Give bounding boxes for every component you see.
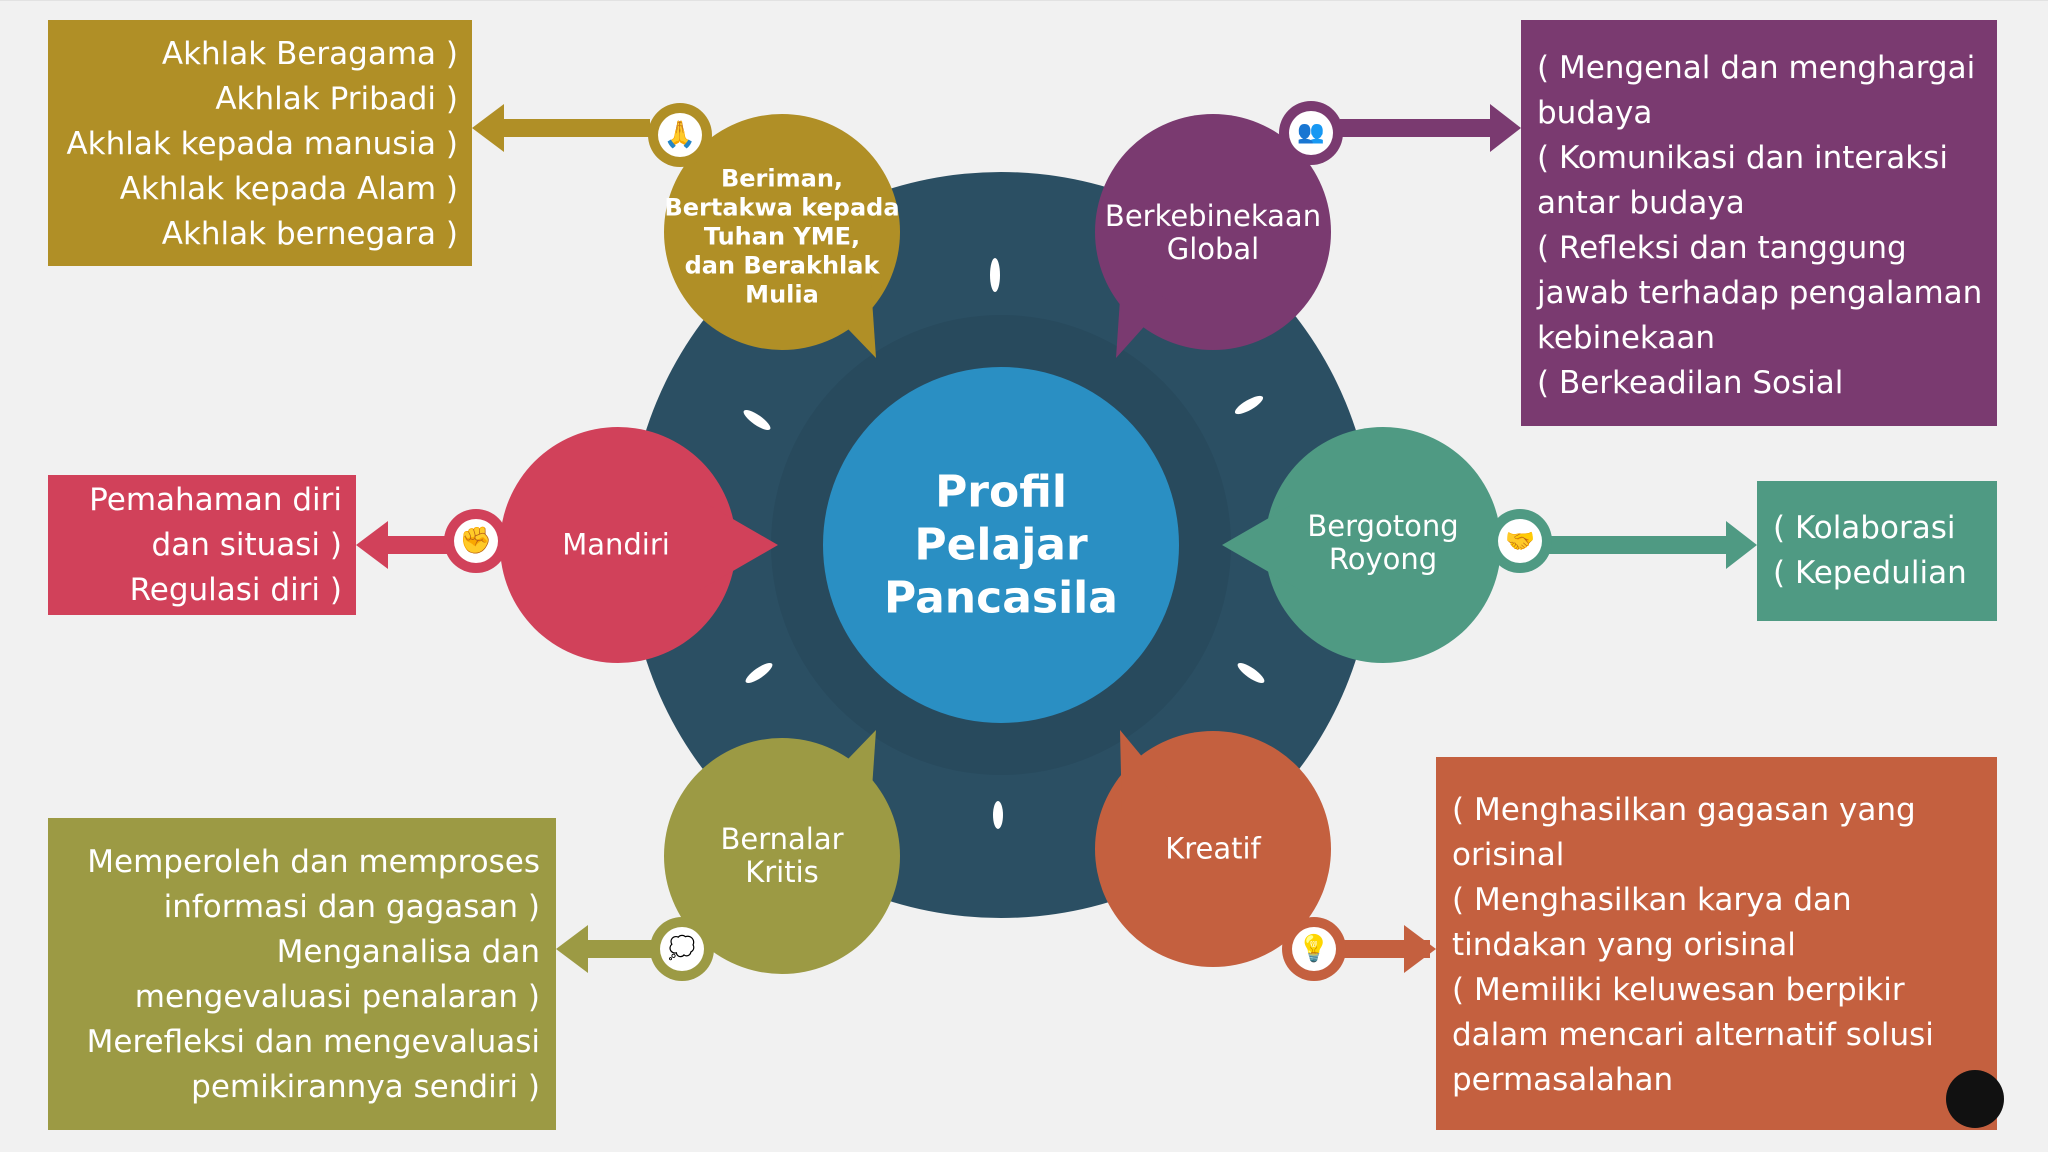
mandiri-element: dan situasi ) (151, 527, 342, 563)
mandiri-element: Pemahaman diri (89, 482, 342, 518)
gotong-royong-label-line: Royong (1328, 542, 1438, 576)
floating-action-button[interactable] (1946, 1070, 2004, 1128)
gotong-royong-arrowhead (1726, 521, 1757, 569)
bernalar-kritis-label-line: Kritis (745, 855, 819, 889)
center-title-line: Profil (935, 466, 1067, 518)
gotong-royong-panel-bg (1757, 481, 1997, 621)
center-title-line: Pelajar (914, 519, 1088, 571)
beriman-label-line: dan Berakhlak (684, 251, 880, 280)
beriman-arrowhead (472, 104, 504, 152)
bernalar-kritis-bubble (664, 730, 900, 974)
bernalar-kritis-elements-panel: Memperoleh dan memproses informasi dan g… (48, 840, 540, 1110)
beriman-label-line: Bertakwa kepada (664, 193, 900, 222)
kreatif-element: ( Menghasilkan karya dan (1452, 882, 1852, 918)
berkebinekaan-label-line: Global (1166, 232, 1260, 266)
bernalar-kritis-element: Merefleksi dan mengevaluasi (86, 1024, 540, 1060)
center-title: Profil Pelajar Pancasila (884, 466, 1118, 625)
gotong-royong-arrow-shaft (1540, 536, 1740, 554)
gotong-royong-element: ( Kepedulian (1773, 555, 1967, 591)
kreatif-elements-panel: ( Menghasilkan gagasan yang orisinal ( M… (1452, 788, 1992, 1103)
beriman-panel-bg (48, 20, 472, 266)
bernalar-kritis-arrow-shaft (580, 940, 670, 958)
beriman-element: Akhlak bernegara ) (161, 216, 458, 252)
berkebinekaan-panel-bg (1521, 20, 1997, 426)
berkebinekaan-element: ( Berkeadilan Sosial (1537, 365, 1844, 401)
kreatif-label: Kreatif (1165, 831, 1261, 866)
beriman-label-line: Tuhan YME, (703, 222, 861, 251)
kreatif-arrowhead (1404, 925, 1436, 973)
bernalar-kritis-label: Bernalar Kritis (720, 823, 843, 889)
kreatif-panel-bg (1436, 757, 1997, 1130)
berkebinekaan-label-line: Berkebinekaan (1104, 199, 1322, 233)
mandiri-bubble (500, 427, 778, 663)
beriman-element: Akhlak Pribadi ) (215, 81, 458, 117)
beriman-label-line: Beriman, (720, 164, 844, 193)
kreatif-bubble (1095, 730, 1331, 967)
kreatif-element: tindakan yang orisinal (1452, 927, 1796, 963)
kreatif-element: dalam mencari alternatif solusi (1452, 1017, 1934, 1053)
mandiri-arrowhead (356, 521, 388, 569)
beriman-arrow-shaft (500, 119, 650, 137)
beriman-element: Akhlak kepada Alam ) (119, 171, 458, 207)
kreatif-element: permasalahan (1452, 1062, 1674, 1098)
gotong-royong-element: ( Kolaborasi (1773, 510, 1956, 546)
mandiri-label: Mandiri (562, 527, 670, 562)
berkebinekaan-element: budaya (1537, 95, 1653, 131)
center-circle (823, 367, 1179, 723)
beriman-element: Akhlak Beragama ) (161, 36, 458, 72)
thinking-person-icon: 💭 (650, 917, 714, 981)
berkebinekaan-element: ( Refleksi dan tanggung (1537, 230, 1907, 266)
linked-hands-icon: 🤝 (1488, 509, 1552, 573)
berkebinekaan-element: jawab terhadap pengalaman (1537, 275, 1983, 311)
berkebinekaan-element: kebinekaan (1537, 320, 1715, 356)
mandiri-label-line: Mandiri (562, 527, 670, 562)
kreatif-element: orisinal (1452, 837, 1565, 873)
mandiri-elements-panel: Pemahaman diri dan situasi ) Regulasi di… (48, 478, 342, 613)
beriman-bubble (664, 114, 900, 358)
hub-separators (743, 258, 1265, 829)
bernalar-kritis-element: pemikirannya sendiri ) (191, 1069, 540, 1105)
beriman-elements-panel: Akhlak Beragama ) Akhlak Pribadi ) Akhla… (48, 32, 458, 257)
lightbulb-person-icon: 💡 (1282, 917, 1346, 981)
gotong-royong-elements-panel: ( Kolaborasi ( Kepedulian (1773, 506, 1993, 596)
bernalar-kritis-element: Menganalisa dan (276, 934, 540, 970)
kreatif-element: ( Memiliki keluwesan berpikir (1452, 972, 1905, 1008)
center-title-line: Pancasila (884, 572, 1118, 624)
bernalar-kritis-arrowhead (556, 925, 588, 973)
mandiri-element: Regulasi diri ) (129, 572, 342, 608)
berkebinekaan-element: ( Mengenal dan menghargai (1537, 50, 1976, 86)
mandiri-panel-bg (48, 475, 356, 615)
bernalar-kritis-panel-bg (48, 818, 556, 1130)
people-group-heart-icon: 👥 (1279, 101, 1343, 165)
berkebinekaan-label: Berkebinekaan Global (1105, 200, 1321, 266)
bernalar-kritis-element: informasi dan gagasan ) (163, 889, 540, 925)
bernalar-kritis-element: Memperoleh dan memproses (87, 844, 540, 880)
praying-hands-icon: 🙏 (648, 103, 712, 167)
beriman-label-line: Mulia (745, 280, 819, 309)
beriman-label: Beriman, Bertakwa kepada Tuhan YME, dan … (664, 165, 899, 310)
gotong-royong-label-line: Bergotong (1307, 509, 1459, 543)
gotong-royong-bubble (1222, 427, 1501, 663)
bernalar-kritis-element: mengevaluasi penalaran ) (134, 979, 540, 1015)
berkebinekaan-arrowhead (1490, 104, 1521, 152)
gotong-royong-label: Bergotong Royong (1307, 510, 1458, 576)
berkebinekaan-element: ( Komunikasi dan interaksi (1537, 140, 1948, 176)
kreatif-element: ( Menghasilkan gagasan yang (1452, 792, 1916, 828)
berkebinekaan-bubble (1095, 114, 1331, 358)
kreatif-label-line: Kreatif (1165, 831, 1261, 866)
berkebinekaan-arrow-shaft (1340, 119, 1495, 137)
berkebinekaan-element: antar budaya (1537, 185, 1745, 221)
raised-fist-icon: ✊ (444, 509, 508, 573)
bernalar-kritis-label-line: Bernalar (720, 822, 844, 856)
beriman-element: Akhlak kepada manusia ) (66, 126, 458, 162)
berkebinekaan-elements-panel: ( Mengenal dan menghargai budaya ( Komun… (1537, 46, 1997, 406)
